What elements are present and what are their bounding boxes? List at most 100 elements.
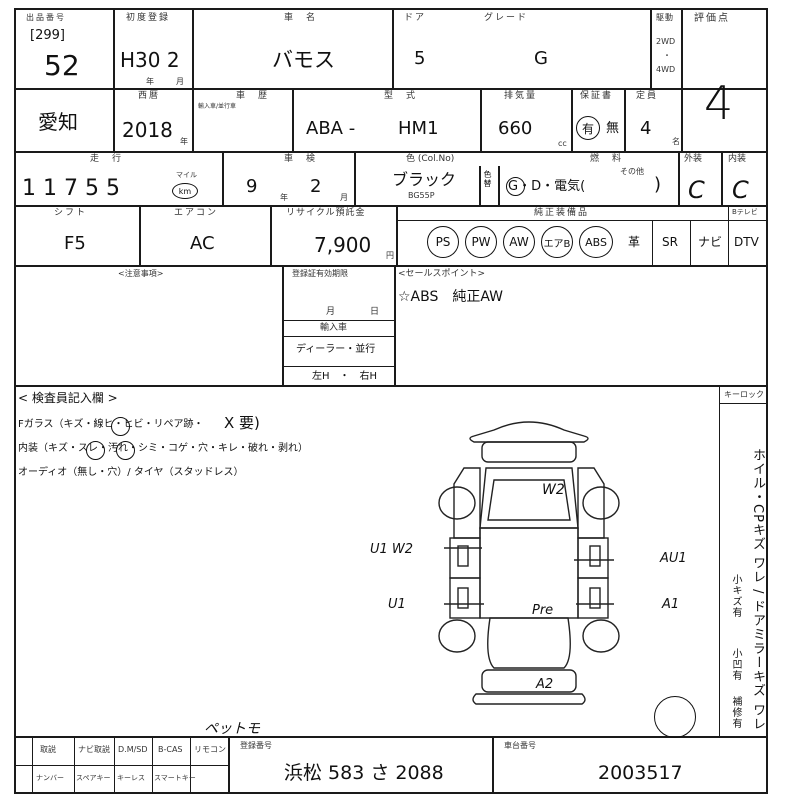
model-code-a: ABA - bbox=[306, 118, 356, 139]
fglass-circle-mark bbox=[111, 417, 130, 436]
door-label: ドア bbox=[404, 13, 427, 23]
recycle-unit: 円 bbox=[386, 251, 394, 260]
inspector-line3: オーディオ（無し・穴）/ タイヤ（スタッドレス） bbox=[18, 467, 244, 478]
mileage-label: 走 行 bbox=[90, 154, 124, 164]
door-right-rear bbox=[577, 577, 609, 619]
wheel-fl bbox=[438, 486, 476, 520]
exterior-label: 外装 bbox=[684, 154, 703, 164]
drive-2wd: 2WD bbox=[656, 37, 676, 46]
car-diagram bbox=[438, 421, 620, 705]
interior: C bbox=[732, 176, 749, 204]
inspector-line1: Fガラス（キズ・線ヒ・ヒビ・リペア跡・ bbox=[18, 419, 204, 430]
div-4d bbox=[652, 221, 653, 265]
div-5b bbox=[394, 265, 396, 385]
handle-line bbox=[282, 366, 394, 367]
cc-unit: cc bbox=[558, 139, 567, 148]
footer-item-4: B-CAS bbox=[158, 745, 183, 754]
div-1e bbox=[681, 8, 683, 151]
equip-leather: 革 bbox=[628, 235, 641, 249]
plate: 浜松 583 さ 2088 bbox=[284, 762, 444, 784]
year: 2018 bbox=[122, 118, 173, 142]
mile-unit: マイル bbox=[176, 171, 197, 179]
div-4a bbox=[139, 205, 141, 265]
frame-right bbox=[766, 8, 768, 794]
inspector-line2: 内装（キズ・スレ・汚れ・シミ・コゲ・穴・キレ・破れ・剥れ） bbox=[18, 443, 308, 454]
footer-item-5: リモコン bbox=[194, 745, 226, 754]
bottom-note: ペットモ bbox=[204, 721, 260, 737]
div-4e bbox=[690, 221, 691, 265]
mark-a2: A2 bbox=[536, 677, 554, 692]
equip-subline bbox=[396, 220, 768, 221]
import-line bbox=[282, 320, 394, 321]
side-notes: ホイル・CPキズ ワレ / ドアミラーキズ ワレ bbox=[750, 448, 765, 731]
chassis-label: 車台番号 bbox=[504, 741, 536, 750]
mark-au1: AU1 bbox=[660, 551, 687, 566]
body-upper bbox=[479, 467, 579, 529]
model-code-b: HM1 bbox=[398, 118, 439, 139]
div-4b bbox=[270, 205, 272, 265]
mark-pre: Pre bbox=[532, 603, 554, 618]
rear-window bbox=[487, 617, 571, 669]
seats-label: 定員 bbox=[636, 91, 659, 101]
body-mid bbox=[479, 527, 579, 619]
insp-year: 9 bbox=[246, 176, 258, 197]
exterior: C bbox=[688, 176, 705, 204]
insp-month-unit: 月 bbox=[340, 193, 348, 202]
fdiv-2 bbox=[114, 736, 115, 792]
sales: ☆ABS 純正AW bbox=[398, 289, 504, 305]
mark-a1: A1 bbox=[662, 597, 680, 612]
import-label: 輸入車 bbox=[320, 323, 348, 333]
insp-month: 2 bbox=[310, 176, 322, 197]
div-2e bbox=[571, 88, 573, 151]
window-rf bbox=[589, 545, 601, 567]
interior-label: 内装 bbox=[728, 154, 747, 164]
fdiv-0 bbox=[32, 736, 33, 792]
roof-front-outline bbox=[469, 421, 589, 443]
wheel-fr bbox=[582, 486, 620, 520]
mark-u1w2: U1 W2 bbox=[370, 542, 414, 557]
seats: 4 bbox=[640, 118, 652, 139]
notes-label: <注意事項> bbox=[118, 269, 164, 278]
ac-label: エアコン bbox=[174, 208, 219, 218]
div-2c bbox=[292, 88, 294, 151]
wheel-rl bbox=[438, 619, 476, 653]
div-3a bbox=[222, 151, 224, 205]
lot-no-box: [299] bbox=[30, 28, 65, 43]
windshield bbox=[487, 479, 571, 521]
footer-midline bbox=[14, 765, 228, 766]
div-1a bbox=[113, 8, 115, 88]
history-label: 車 歴 bbox=[236, 91, 270, 101]
div-1b bbox=[192, 8, 194, 88]
model-code-label: 型 式 bbox=[384, 91, 418, 101]
window-lf bbox=[457, 545, 469, 567]
year-label: 西暦 bbox=[138, 91, 161, 101]
footer-item-2: ナビ取説 bbox=[78, 745, 110, 754]
footer-item-9: スマートキー bbox=[154, 774, 196, 782]
drive-4wd: 4WD bbox=[656, 65, 676, 74]
model-label: 車 名 bbox=[284, 13, 318, 23]
inspection-label: 車 検 bbox=[284, 154, 318, 164]
color-change: 色替 bbox=[483, 170, 492, 188]
row-line-4 bbox=[14, 265, 768, 267]
div-3e bbox=[678, 151, 680, 205]
fdiv-6 bbox=[492, 736, 494, 792]
seats-unit: 名 bbox=[672, 137, 680, 146]
div-2d bbox=[480, 88, 482, 151]
score-label: 評価点 bbox=[694, 13, 730, 24]
row-line-5 bbox=[14, 385, 768, 387]
import-line-2 bbox=[282, 336, 394, 337]
div-5a bbox=[282, 265, 284, 385]
footer-item-6: ナンバー bbox=[36, 774, 64, 782]
door-left-front bbox=[449, 537, 481, 579]
frame-bottom bbox=[14, 792, 768, 794]
fdiv-3 bbox=[152, 736, 153, 792]
color-code: BG55P bbox=[408, 191, 435, 200]
equip-pw: PW bbox=[465, 226, 497, 258]
warranty-yes: 有 bbox=[576, 116, 600, 140]
tv-label: Bテレビ bbox=[732, 208, 758, 216]
reg-year-unit: 年 bbox=[146, 77, 154, 86]
lot-no: 52 bbox=[44, 49, 80, 82]
cc: 660 bbox=[498, 118, 533, 139]
fuel-options: G・D・電気( bbox=[508, 179, 586, 194]
reg-month-unit: 月 bbox=[176, 77, 184, 86]
